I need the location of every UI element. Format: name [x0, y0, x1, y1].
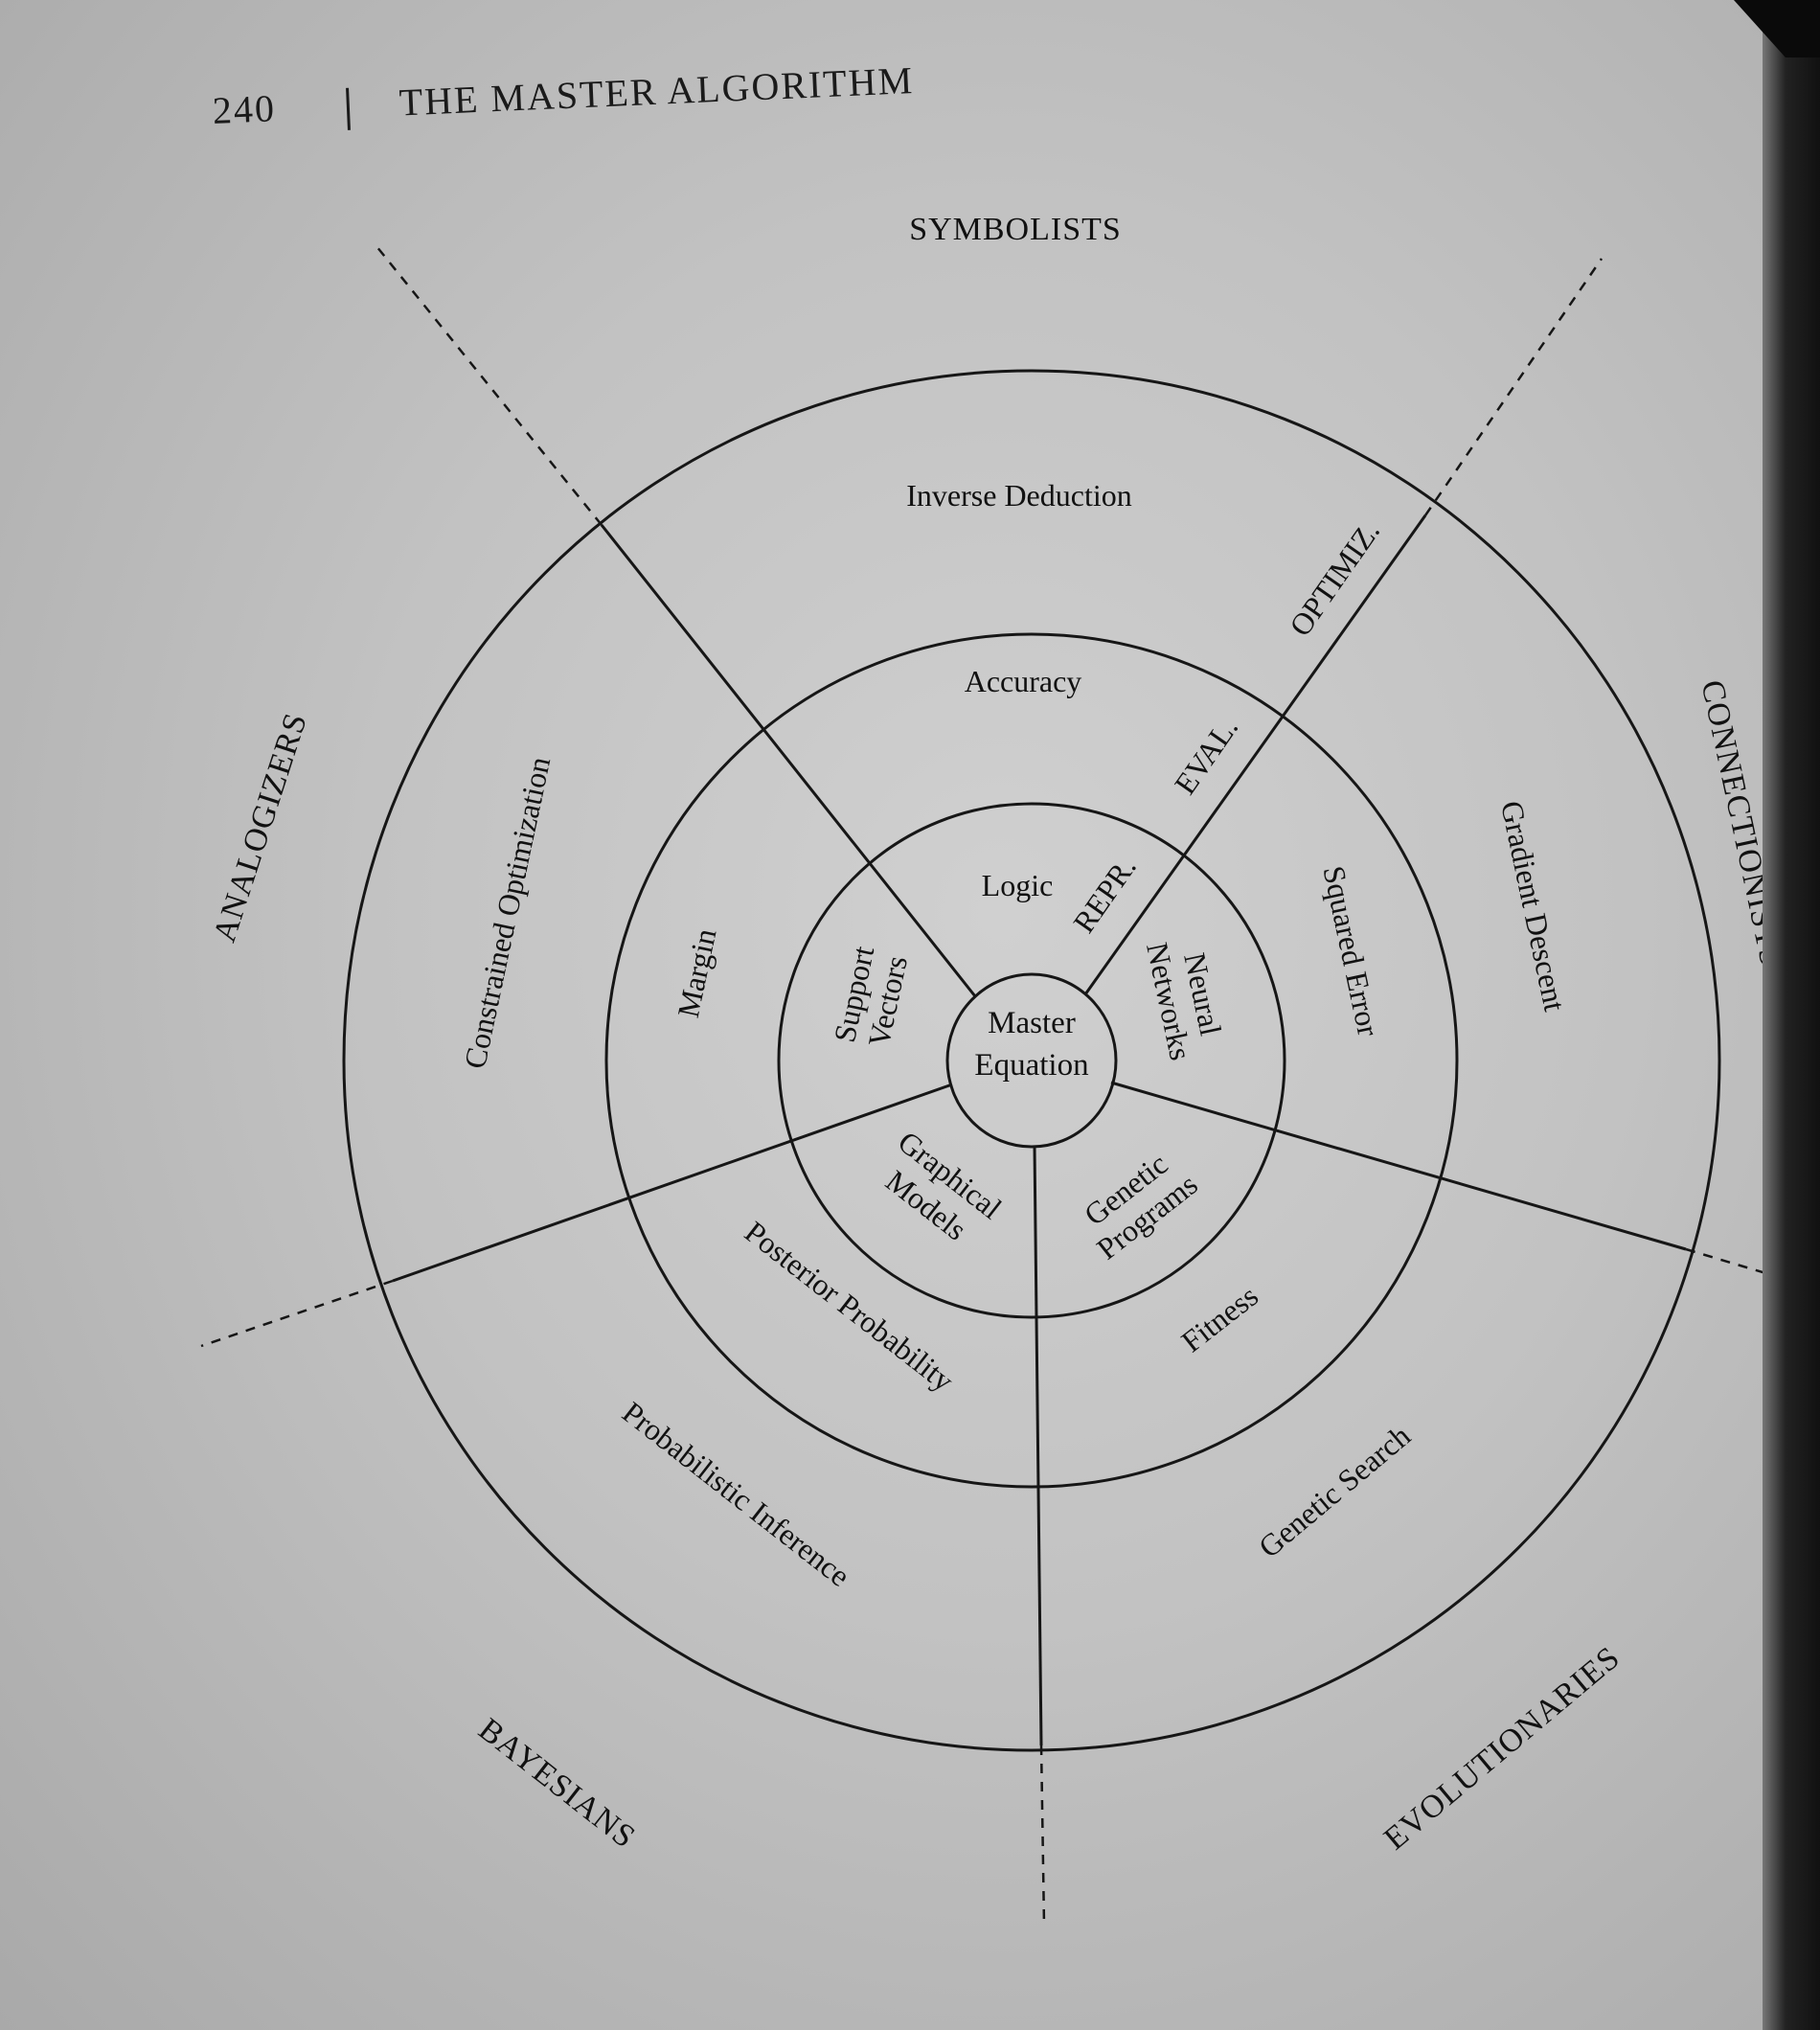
dashed-divider-4: [1039, 1745, 1046, 1927]
optimization-ring: [342, 369, 1721, 1752]
eval-connectionists: Squared Error: [1316, 863, 1386, 1039]
divider-symbolists-connectionists: [1083, 514, 1427, 995]
optim-connectionists: Gradient Descent: [1494, 798, 1573, 1015]
repr-analogizers: Support Vectors: [827, 943, 914, 1050]
axis-label-representation: REPR.: [1066, 850, 1143, 939]
book-spine-shadow: [1763, 0, 1820, 2030]
center-line-1: Master: [988, 1006, 1076, 1040]
tribe-bayesians: BAYESIANS: [472, 1712, 643, 1856]
dashed-divider-2: [1423, 258, 1604, 516]
repr-evolutionaries: Genetic Programs: [1078, 1147, 1204, 1266]
optim-analogizers: Constrained Optimization: [457, 754, 557, 1072]
divider-analogizers-symbolists: [600, 524, 977, 997]
axis-label-optimization: OPTIMIZ.: [1283, 514, 1387, 642]
repr-connectionists: Neural Networks: [1140, 940, 1228, 1063]
divider-connectionists-evolutionaries: [1110, 1081, 1687, 1251]
representation-ring: [777, 802, 1286, 1319]
divider-bayesians-analogizers: [392, 1083, 953, 1283]
optim-symbolists: Inverse Deduction: [906, 478, 1131, 513]
eval-evolutionaries: Fitness: [1174, 1278, 1264, 1358]
eval-analogizers: Margin: [671, 925, 723, 1020]
eval-symbolists: Accuracy: [965, 664, 1082, 698]
optim-bayesians: Probabilistic Inference: [616, 1395, 856, 1593]
tribe-analogizers: ANALOGIZERS: [207, 709, 314, 947]
optim-evolutionaries: Genetic Search: [1252, 1418, 1417, 1564]
dashed-divider-5: [200, 1279, 394, 1348]
eval-bayesians: Posterior Probability: [739, 1214, 961, 1398]
repr-bayesians: Graphical Models: [879, 1124, 1008, 1246]
center-circle: [945, 972, 1118, 1149]
tribe-symbolists: SYMBOLISTS: [909, 212, 1122, 247]
center-line-2: Equation: [974, 1048, 1088, 1083]
evaluation-ring: [604, 632, 1459, 1489]
tribe-evolutionaries: EVOLUTIONARIES: [1377, 1640, 1627, 1858]
dashed-divider-1: [375, 245, 603, 526]
divider-evolutionaries-bayesians: [1033, 1146, 1043, 1746]
repr-symbolists: Logic: [982, 868, 1054, 902]
